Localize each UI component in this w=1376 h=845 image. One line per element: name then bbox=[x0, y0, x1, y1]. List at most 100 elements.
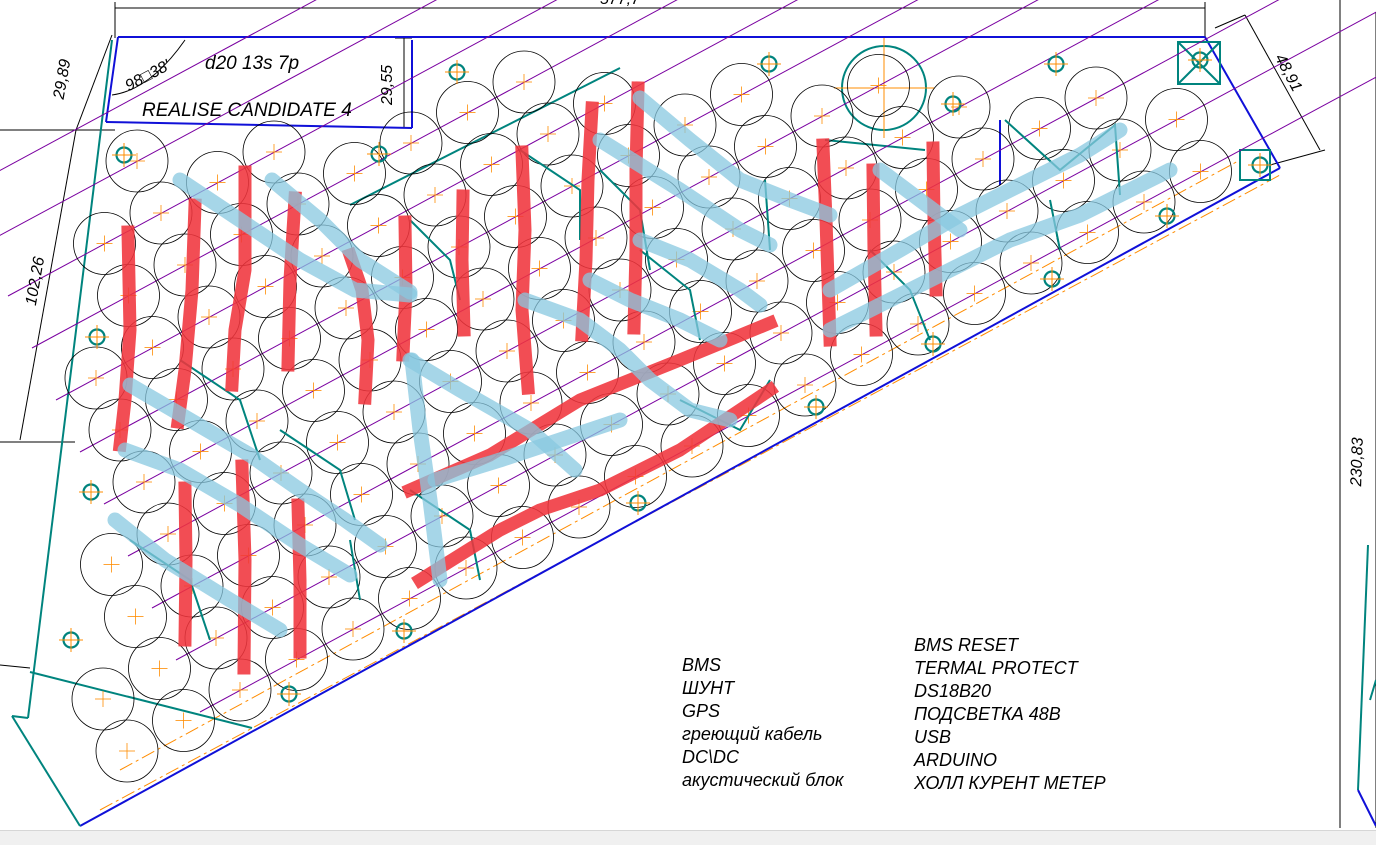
battery-cell bbox=[128, 637, 191, 700]
battery-cell bbox=[193, 472, 256, 535]
red-series-stroke bbox=[575, 101, 599, 342]
row-line bbox=[127, 0, 1160, 557]
component-right-1: BMS RESET bbox=[914, 635, 1020, 655]
busbar bbox=[519, 149, 581, 240]
red-series-stroke bbox=[112, 225, 137, 453]
battery-cell bbox=[710, 63, 773, 126]
component-right-4: ПОДСВЕТКА 48В bbox=[914, 704, 1061, 724]
component-left-6: акустический блок bbox=[682, 770, 845, 790]
battery-cell bbox=[80, 533, 143, 596]
battery-cell bbox=[693, 332, 756, 395]
battery-cell bbox=[95, 719, 159, 783]
component-left-2: ШУНТ bbox=[682, 678, 736, 698]
blue-series-stroke bbox=[404, 352, 448, 588]
battery-cell bbox=[830, 323, 893, 386]
blue-series-stroke bbox=[632, 90, 838, 223]
blue-series-stroke bbox=[872, 162, 968, 238]
battery-cell bbox=[604, 445, 667, 508]
blue-series-stroke bbox=[582, 272, 728, 348]
candidate-label: REALISE CANDIDATE 4 bbox=[142, 100, 352, 121]
components-left-list: BMS ШУНТ GPS греющий кабель DC\DC акусти… bbox=[682, 655, 845, 790]
status-bar-strip bbox=[0, 830, 1376, 845]
battery-cell bbox=[436, 81, 499, 144]
battery-cell bbox=[249, 441, 313, 505]
mounting-holes bbox=[59, 48, 1272, 706]
part-outline bbox=[79, 36, 1281, 827]
component-left-3: GPS bbox=[682, 701, 720, 721]
battery-cell bbox=[71, 667, 135, 731]
red-series-stroke bbox=[291, 498, 307, 659]
row-line bbox=[7, 0, 558, 297]
busbar bbox=[279, 429, 356, 521]
blue-series-stroke bbox=[822, 162, 1178, 338]
battery-cell bbox=[653, 93, 717, 157]
battery-cell bbox=[540, 154, 604, 218]
battery-cell bbox=[152, 689, 215, 752]
blue-series-stroke bbox=[264, 172, 418, 300]
battery-cell bbox=[378, 567, 441, 630]
battery-cell bbox=[321, 597, 385, 661]
battery-cell bbox=[951, 127, 1015, 191]
battery-cell bbox=[597, 124, 660, 187]
component-right-5: USB bbox=[914, 727, 951, 747]
battery-cell bbox=[782, 219, 845, 282]
component-left-1: BMS bbox=[682, 655, 721, 675]
component-right-7: ХОЛЛ КУРЕНТ МЕТЕР bbox=[913, 773, 1106, 793]
component-left-4: греющий кабель bbox=[682, 724, 822, 744]
battery-cell bbox=[847, 54, 910, 117]
blue-series-stroke bbox=[172, 172, 418, 303]
component-left-5: DC\DC bbox=[682, 747, 740, 767]
battery-cell bbox=[871, 106, 934, 169]
row-line bbox=[55, 0, 799, 401]
battery-cell bbox=[1008, 97, 1071, 160]
part-contour bbox=[11, 39, 1271, 827]
battery-cell bbox=[234, 255, 297, 318]
component-right-3: DS18B20 bbox=[914, 681, 991, 701]
blue-series-stroke bbox=[517, 292, 738, 428]
battery-cell bbox=[282, 359, 345, 422]
blue-series-strokes bbox=[107, 90, 1178, 638]
battery-cell bbox=[306, 411, 369, 474]
battery-cell bbox=[734, 115, 797, 178]
red-series-stroke bbox=[341, 246, 375, 405]
battery-cell bbox=[1145, 88, 1208, 151]
blue-series-stroke bbox=[427, 412, 628, 488]
red-series-stroke bbox=[816, 138, 837, 347]
busbar bbox=[179, 359, 261, 461]
battery-cell bbox=[379, 111, 443, 175]
adjacent-part bbox=[1339, 0, 1376, 828]
battery-cell bbox=[564, 206, 628, 270]
row-line bbox=[0, 0, 438, 236]
red-series-stroke bbox=[515, 145, 535, 395]
battery-cell bbox=[492, 50, 556, 114]
battery-cell bbox=[701, 197, 765, 261]
dim-angle: 98□38' bbox=[123, 57, 174, 95]
dim-note-height: 29,55 bbox=[379, 65, 396, 106]
row-line bbox=[0, 0, 317, 171]
battery-cell bbox=[73, 212, 136, 275]
blue-series-stroke bbox=[632, 232, 768, 313]
blue-series-stroke bbox=[122, 377, 388, 553]
battery-cell bbox=[516, 102, 580, 166]
red-series-stroke bbox=[926, 141, 943, 297]
dim-left-top: 29,89 bbox=[51, 58, 75, 101]
config-label: d20 13s 7p bbox=[205, 53, 299, 74]
red-series-stroke bbox=[411, 380, 780, 589]
battery-cell bbox=[1064, 66, 1128, 130]
row-line bbox=[199, 76, 1376, 713]
battery-cell bbox=[323, 142, 386, 205]
battery-cell bbox=[105, 129, 169, 193]
battery-cell bbox=[645, 228, 708, 291]
red-series-stroke bbox=[627, 81, 645, 335]
red-series-stroke bbox=[170, 198, 202, 430]
battery-cell bbox=[354, 515, 417, 578]
angle-arc bbox=[111, 39, 186, 96]
blue-series-stroke bbox=[822, 122, 1128, 298]
dim-left-height: 102,26 bbox=[23, 256, 48, 307]
battery-cell bbox=[104, 585, 167, 648]
blue-series-stroke bbox=[117, 442, 358, 583]
blue-series-stroke bbox=[107, 512, 288, 638]
dim-top-overall: 577,7 bbox=[600, 0, 641, 8]
red-series-stroke bbox=[225, 165, 252, 392]
battery-cell bbox=[451, 267, 515, 331]
